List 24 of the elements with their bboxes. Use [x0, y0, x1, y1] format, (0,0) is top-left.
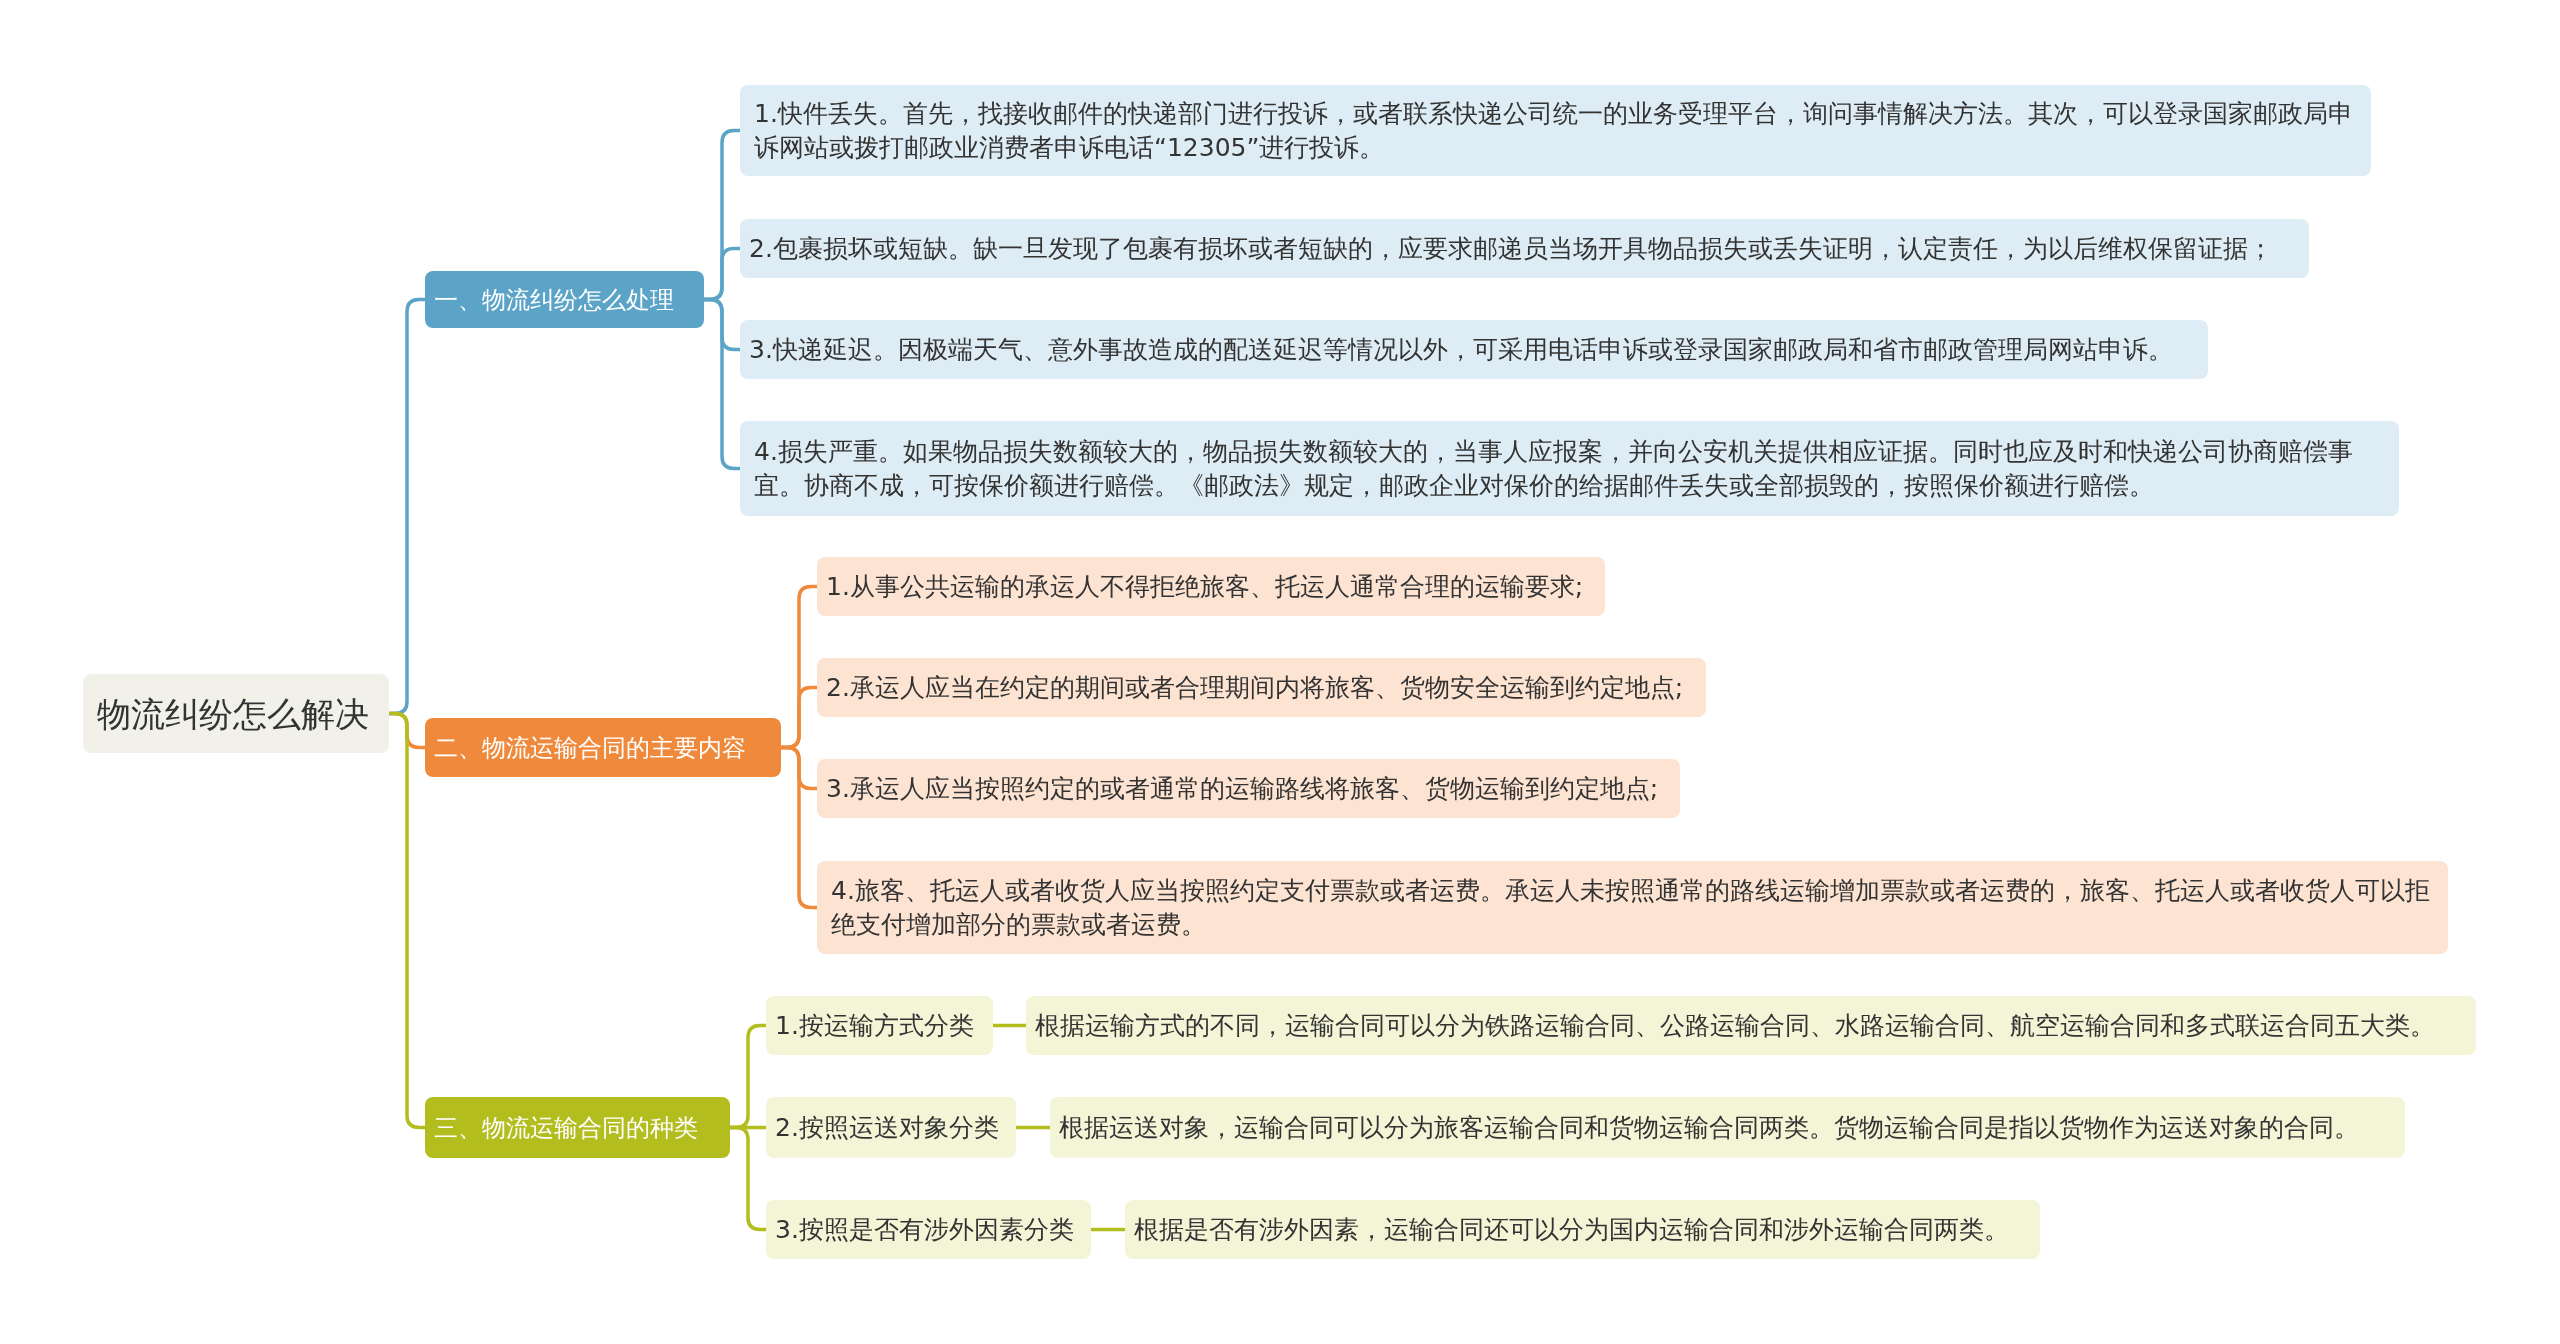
- connector-line: [993, 1023, 1026, 1028]
- subtopic-box: 根据运送对象，运输合同可以分为旅客运输合同和货物运输合同两类。货物运输合同是指以货物作为运送对象的合同。: [1050, 1097, 2405, 1158]
- subtopic-box: 3.快递延迟。因极端天气、意外事故造成的配送延迟等情况以外，可采用电话申诉或登录国家邮政局和省市邮政管理局网站申诉。: [740, 320, 2208, 379]
- branch-topic-box: 一、物流纠纷怎么处理: [425, 271, 704, 328]
- branch-topic-box: 二、物流运输合同的主要内容: [425, 718, 781, 777]
- connector-line: [389, 711, 425, 1130]
- connector-line: [704, 297, 740, 471]
- subtopic-box: 2.包裹损坏或短缺。缺一旦发现了包裹有损坏或者短缺的，应要求邮递员当场开具物品损失或丢失证明，认定责任，为以后维权保留证据；: [740, 219, 2309, 278]
- subtopic-box: 2.承运人应当在约定的期间或者合理期间内将旅客、货物安全运输到约定地点;: [817, 658, 1706, 717]
- subtopic-box: 1.快件丢失。首先，找接收邮件的快递部门进行投诉，或者联系快递公司统一的业务受理平台，询问事情解决方法。其次，可以登录国家邮政局申诉网站或拨打邮政业消费者申诉电话“12305”进行投诉。: [740, 85, 2371, 176]
- subtopic-box: 3.承运人应当按照约定的或者通常的运输路线将旅客、货物运输到约定地点;: [817, 759, 1680, 818]
- connector-line: [1091, 1227, 1125, 1232]
- subtopic-box: 2.按照运送对象分类: [766, 1097, 1016, 1158]
- subtopic-box: 4.旅客、托运人或者收货人应当按照约定支付票款或者运费。承运人未按照通常的路线运输增加票款或者运费的，旅客、托运人或者收货人可以拒绝支付增加部分的票款或者运费。: [817, 861, 2448, 954]
- subtopic-box: 1.按运输方式分类: [766, 996, 993, 1055]
- connector-line: [781, 745, 817, 910]
- root-topic-box: 物流纠纷怎么解决: [83, 674, 389, 753]
- subtopic-box: 3.按照是否有涉外因素分类: [766, 1200, 1091, 1259]
- connector-line: [1016, 1125, 1050, 1130]
- subtopic-box: 根据运输方式的不同，运输合同可以分为铁路运输合同、公路运输合同、水路运输合同、航空运输合同和多式联运合同五大类。: [1026, 996, 2476, 1055]
- subtopic-box: 根据是否有涉外因素，运输合同还可以分为国内运输合同和涉外运输合同两类。: [1125, 1200, 2040, 1259]
- subtopic-box: 1.从事公共运输的承运人不得拒绝旅客、托运人通常合理的运输要求;: [817, 557, 1605, 616]
- branch-topic-box: 三、物流运输合同的种类: [425, 1097, 730, 1158]
- subtopic-box: 4.损失严重。如果物品损失数额较大的，物品损失数额较大的，当事人应报案，并向公安机关提供相应证据。同时也应及时和快递公司协商赔偿事宜。协商不成，可按保价额进行赔偿。《邮政法》规定，邮政企业对保价的给据邮件丢失或全部损毁的，按照保价额进行赔偿。: [740, 421, 2399, 516]
